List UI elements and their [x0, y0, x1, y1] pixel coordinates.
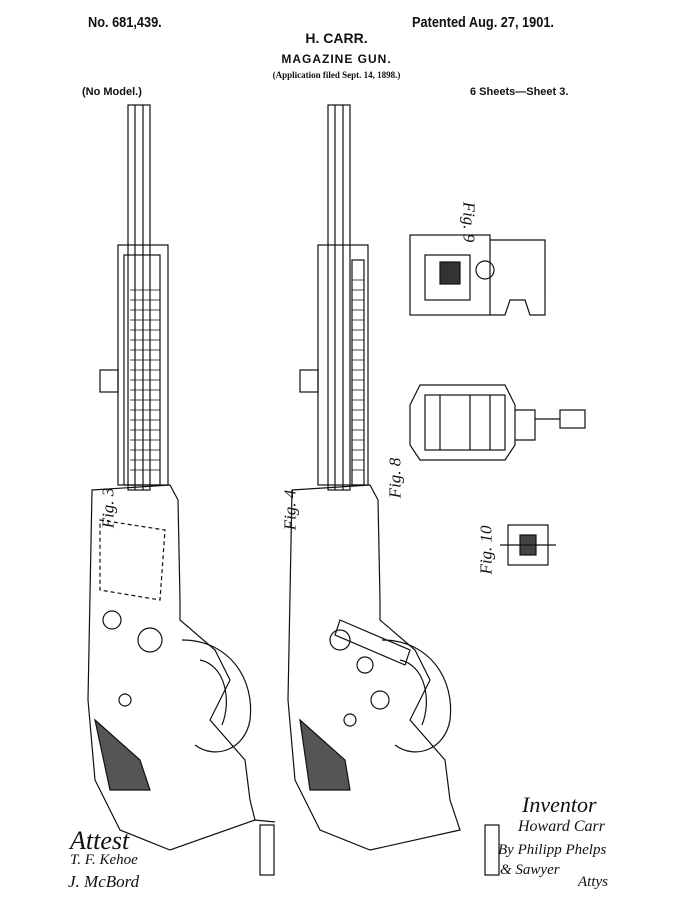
fig8-drawing — [409, 384, 586, 461]
application-date: (Application filed Sept. 14, 1898.) — [272, 70, 401, 80]
inventor-signature: Howard Carr — [518, 818, 605, 835]
fig10-label: Fig. 10 — [476, 525, 496, 575]
fig4-drawing — [287, 104, 500, 876]
attorneys-suffix: Attys — [578, 874, 608, 890]
patent-title: MAGAZINE GUN. — [281, 52, 392, 66]
fig3-label: Fig. 3 — [98, 487, 118, 529]
fig10-drawing — [500, 524, 556, 566]
witness-signature-2: J. McBord — [68, 872, 140, 891]
patent-number: No. 681,439. — [88, 14, 162, 31]
model-note: (No Model.) — [82, 86, 142, 98]
fig8-label: Fig. 8 — [385, 457, 405, 499]
inventor-header: H. CARR. — [305, 30, 368, 46]
attorney-signature-2: & Sawyer — [500, 862, 560, 878]
fig9-label: Fig. 9 — [459, 201, 479, 243]
witness-signature-1: T. F. Kehoe — [70, 852, 138, 868]
sheet-number: 6 Sheets—Sheet 3. — [470, 86, 569, 98]
inventor-label: Inventor — [522, 792, 597, 817]
fig9-drawing — [409, 234, 546, 316]
attorney-signature-1: By Philipp Phelps — [498, 842, 607, 858]
patent-date: Patented Aug. 27, 1901. — [412, 14, 554, 31]
fig4-label: Fig. 4 — [280, 489, 300, 531]
attest-label: Attest — [70, 826, 130, 855]
fig3-drawing — [87, 104, 276, 876]
